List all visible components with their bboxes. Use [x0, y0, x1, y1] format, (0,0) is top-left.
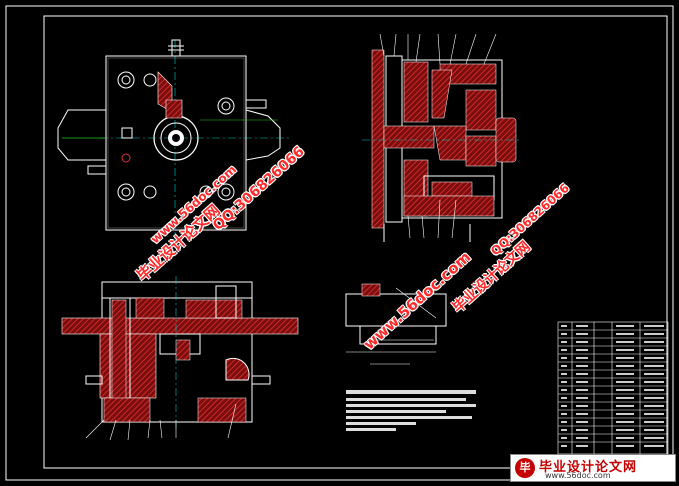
- detail-view: [345, 283, 447, 365]
- site-logo-title: 毕业设计论文网: [539, 460, 638, 475]
- top-view: [57, 39, 290, 240]
- side-section-view: [362, 33, 520, 242]
- parts-list-table: [557, 321, 669, 455]
- outer-border: [5, 5, 674, 481]
- parts-list-glyphs: [561, 325, 664, 447]
- site-logo-url: www.56doc.com: [545, 471, 611, 480]
- inner-border: [43, 15, 668, 469]
- site-logo-banner[interactable]: 毕 毕业设计论文网 www.56doc.com: [510, 454, 676, 482]
- front-section-view: [61, 276, 299, 441]
- site-logo-icon: 毕: [515, 458, 535, 478]
- technical-notes: [346, 390, 476, 431]
